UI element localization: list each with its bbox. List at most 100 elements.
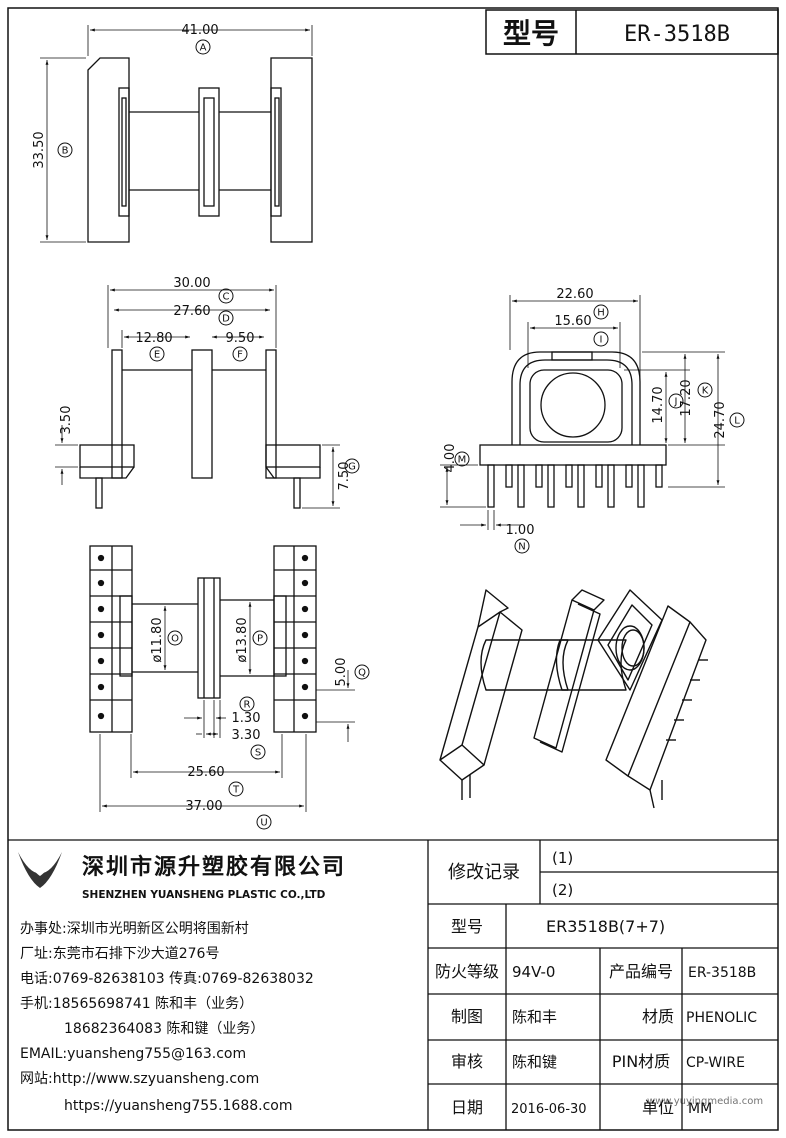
ref-circle-P <box>252 630 268 646</box>
info-drawn-value: 陈和丰 <box>512 1008 557 1026</box>
ref-circle-L <box>729 412 745 428</box>
info-date-value: 2016-06-30 <box>511 1102 587 1117</box>
info-material-label: 材质 <box>642 1007 674 1026</box>
info-pin-label: PIN材质 <box>612 1052 670 1071</box>
top-view <box>40 25 313 243</box>
info-drawn-label: 制图 <box>451 1007 483 1026</box>
title-model-value: ER-3518B <box>624 22 730 47</box>
ref-circle-C <box>218 288 234 304</box>
ref-circle-A <box>195 39 211 55</box>
ref-label-J: J <box>674 397 678 408</box>
ref-label-D: D <box>222 314 230 325</box>
dim-O-value: ø11.80 <box>150 617 165 662</box>
sheet-border <box>7 7 779 1131</box>
info-flame-value: 94V-0 <box>512 963 555 981</box>
dim-I-value: 15.60 <box>554 314 591 329</box>
ref-label-O: O <box>171 634 179 645</box>
company-email: EMAIL:yuansheng755@163.com <box>20 1046 246 1062</box>
company-phone: 电话:0769-82638103 传真:0769-82638032 <box>20 971 314 987</box>
ref-circle-G <box>344 458 360 474</box>
isometric-view <box>439 589 708 809</box>
ref-circle-U <box>256 814 272 830</box>
ref-circle-T <box>228 781 244 797</box>
ref-circle-F <box>232 346 248 362</box>
dim-D-value: 27.60 <box>173 304 210 319</box>
ref-label-S: S <box>255 748 261 759</box>
ref-label-I: I <box>600 335 603 346</box>
company-mobile2: 18682364083 陈和键（业务） <box>64 1020 264 1037</box>
dim-side-value: 3.50 <box>59 406 74 435</box>
ref-circle-D <box>218 310 234 326</box>
info-flame-label: 防火等级 <box>435 962 499 981</box>
ref-label-G: G <box>348 462 356 473</box>
company-mobile1: 手机:18565698741 陈和丰（业务） <box>20 995 253 1012</box>
front-view <box>55 285 340 509</box>
watermark: www.yuyingmedia.com <box>647 1096 763 1107</box>
ref-label-K: K <box>702 386 709 397</box>
ref-label-Q: Q <box>358 668 366 679</box>
dim-C-value: 30.00 <box>173 276 210 291</box>
dim-G-value: 7.50 <box>337 462 352 491</box>
dim-K-value: 17.20 <box>679 379 694 416</box>
ref-label-C: C <box>223 292 230 303</box>
ref-label-P: P <box>257 634 263 645</box>
info-material-value: PHENOLIC <box>686 1010 757 1026</box>
dim-E-value: 12.80 <box>135 331 172 346</box>
ref-circle-S <box>250 744 266 760</box>
title-block: 型号 ER-3518B <box>485 9 779 55</box>
side-view <box>440 295 725 530</box>
ref-label-A: A <box>200 43 207 54</box>
dim-L-value: 24.70 <box>713 401 728 438</box>
ref-label-E: E <box>154 350 160 361</box>
ref-circle-R <box>239 696 255 712</box>
dim-R-value: 1.30 <box>232 711 261 726</box>
info-product-no-value: ER-3518B <box>688 965 756 981</box>
company-factory: 厂址:东莞市石排下沙大道276号 <box>20 945 219 962</box>
dim-Q-value: 5.00 <box>334 658 349 687</box>
dim-N-value: 1.00 <box>506 523 535 538</box>
title-model-label: 型号 <box>503 17 559 50</box>
ref-circle-B <box>57 142 73 158</box>
dim-B-value: 33.50 <box>32 131 47 168</box>
ref-label-N: N <box>518 542 525 553</box>
ref-label-M: M <box>458 455 467 466</box>
company-web: 网站:http://www.szyuansheng.com <box>20 1071 259 1087</box>
info-checked-value: 陈和键 <box>512 1053 557 1071</box>
revision-1: (1) <box>552 849 573 867</box>
company-name-en: SHENZHEN YUANSHENG PLASTIC CO.,LTD <box>82 889 326 901</box>
ref-label-T: T <box>232 785 240 796</box>
dim-M-value: 4.00 <box>443 444 458 473</box>
ref-label-L: L <box>734 416 740 427</box>
ref-circle-E <box>149 346 165 362</box>
ref-circle-Q <box>354 664 370 680</box>
company-office: 办事处:深圳市光明新区公明将围新村 <box>20 920 249 937</box>
info-model-label: 型号 <box>451 917 483 936</box>
ref-circle-N <box>514 538 530 554</box>
company-name-cn: 深圳市源升塑胶有限公司 <box>82 854 346 880</box>
bottom-view <box>89 545 355 812</box>
dim-A-value: 41.00 <box>181 23 218 38</box>
ref-circle-K <box>697 382 713 398</box>
company-web2: https://yuansheng755.1688.com <box>64 1098 292 1114</box>
dim-T-value: 25.60 <box>187 765 224 780</box>
info-date-label: 日期 <box>451 1098 483 1117</box>
info-pin-value: CP-WIRE <box>686 1055 745 1071</box>
ref-label-H: H <box>597 308 605 319</box>
ref-circle-M <box>454 451 470 467</box>
revision-2: (2) <box>552 881 573 899</box>
ref-label-F: F <box>237 350 243 361</box>
ref-circle-O <box>167 630 183 646</box>
ref-label-B: B <box>62 146 69 157</box>
dim-U-value: 37.00 <box>185 799 222 814</box>
dim-H-value: 22.60 <box>556 287 593 302</box>
revision-label: 修改记录 <box>448 862 520 883</box>
ref-label-U: U <box>260 818 267 829</box>
ref-circle-H <box>593 304 609 320</box>
ref-circle-I <box>593 331 609 347</box>
ref-circle-J <box>668 393 684 409</box>
info-unit-label: 单位 <box>642 1098 674 1117</box>
info-checked-label: 审核 <box>451 1052 483 1071</box>
dim-F-value: 9.50 <box>226 331 255 346</box>
info-unit-value: MM <box>688 1101 712 1117</box>
